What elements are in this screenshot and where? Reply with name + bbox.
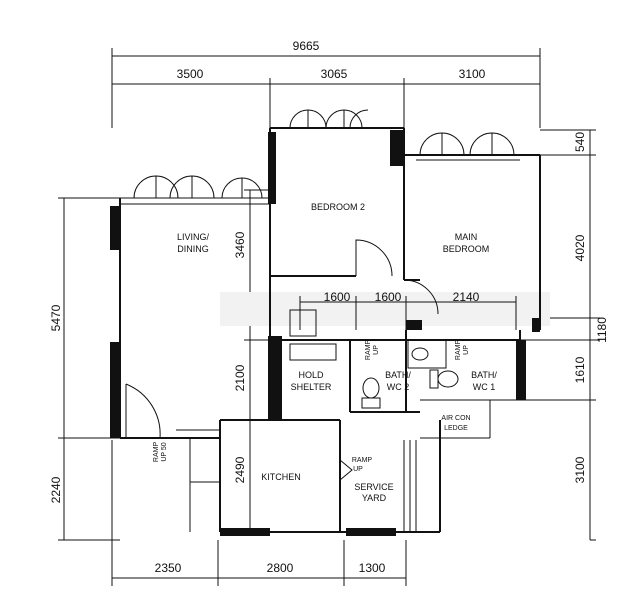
dim-right-outer-1: 540 xyxy=(573,132,587,152)
dim-left-inner-3: 2100 xyxy=(233,364,247,391)
room-main-bedroom-line1: MAIN xyxy=(455,232,478,242)
room-service-yard-line2: YARD xyxy=(362,493,387,503)
dim-left-outer-2: 2240 xyxy=(49,476,63,503)
dim-bottom-seg-3: 1300 xyxy=(359,561,386,575)
room-living-dining-line1: LIVING/ xyxy=(177,232,210,242)
room-service-yard-line1: SERVICE xyxy=(354,482,393,492)
windows xyxy=(133,109,515,199)
ramp-up-50-line2: UP 50 xyxy=(161,442,168,461)
room-kitchen: KITCHEN xyxy=(261,472,301,482)
structural-columns xyxy=(110,130,540,536)
dim-bottom-seg-1: 2350 xyxy=(155,561,182,575)
ramp-up-bath2-line1: RAMP xyxy=(365,340,372,361)
dim-top-overall: 9665 xyxy=(293,39,320,53)
dim-interior-1: 1600 xyxy=(324,290,351,304)
dim-interior-3: 2140 xyxy=(453,290,480,304)
dim-top-seg-2: 3065 xyxy=(321,67,348,81)
dim-top-seg-1: 3500 xyxy=(177,67,204,81)
top-dimension-lines xyxy=(111,48,541,150)
ramp-up-yard-line2: UP xyxy=(353,466,363,473)
dim-left-inner-1: 3460 xyxy=(233,231,247,258)
room-bath-wc2-line1: BATH/ xyxy=(385,370,411,380)
room-hold-shelter-line2: SHELTER xyxy=(291,382,332,392)
room-hold-shelter-line1: HOLD xyxy=(298,370,324,380)
room-air-con-ledge-line1: AIR CON xyxy=(441,415,470,422)
room-bath-wc2-line2: WC 2 xyxy=(387,382,410,392)
ramp-up-yard-line1: RAMP xyxy=(352,457,373,464)
dim-right-faint: 1180 xyxy=(595,317,609,343)
dim-right-outer-4: 3100 xyxy=(573,456,587,483)
room-air-con-ledge-line2: LEDGE xyxy=(444,425,468,432)
walls xyxy=(119,127,541,533)
room-bedroom-2: BEDROOM 2 xyxy=(311,202,365,212)
doors xyxy=(125,239,439,481)
room-main-bedroom-line2: BEDROOM xyxy=(443,244,490,254)
ramp-up-bath1-line1: RAMP xyxy=(455,340,462,361)
dim-bottom-seg-2: 2800 xyxy=(267,561,294,575)
ramp-up-bath1-line2: UP xyxy=(463,345,470,355)
dim-interior-2: 1600 xyxy=(375,290,402,304)
dim-top-seg-3: 3100 xyxy=(459,67,486,81)
interior-dimension-row xyxy=(220,292,550,330)
ramp-up-bath2-line2: UP xyxy=(373,345,380,355)
room-bath-wc1-line2: WC 1 xyxy=(473,382,496,392)
bottom-dimension-lines xyxy=(111,440,407,586)
dim-left-inner-4: 2490 xyxy=(233,456,247,483)
dim-left-outer-1: 5470 xyxy=(49,304,63,331)
dim-right-outer-2: 4020 xyxy=(573,234,587,261)
room-living-dining-line2: DINING xyxy=(177,244,209,254)
ramp-up-50-line1: RAMP xyxy=(153,442,160,463)
dim-right-outer-3: 1610 xyxy=(573,356,587,383)
fixtures xyxy=(289,309,459,409)
room-bath-wc1-line1: BATH/ xyxy=(471,370,497,380)
